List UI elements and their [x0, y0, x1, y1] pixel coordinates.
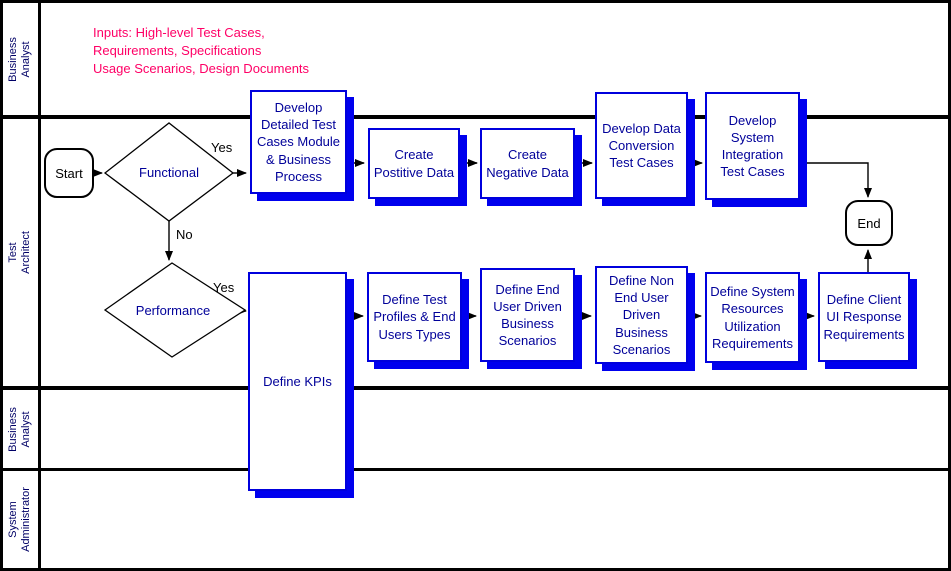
process-define-kpis[interactable]: Define KPIs [248, 272, 347, 491]
process-create-positive-data[interactable]: Create Postitive Data [368, 128, 460, 199]
inputs-note-line: Inputs: High-level Test Cases, [93, 25, 265, 40]
lane-divider-2 [0, 386, 951, 390]
end-node[interactable]: End [845, 200, 893, 246]
process-define-client-ui[interactable]: Define Client UI Response Requirements [818, 272, 910, 362]
process-develop-detailed-test-cases[interactable]: Develop Detailed Test Cases Module & Bus… [250, 90, 347, 194]
edge-label-yes-performance: Yes [213, 280, 235, 295]
lane-divider-3 [0, 468, 951, 471]
decision-functional-label: Functional [139, 165, 199, 180]
lane-divider-1 [0, 115, 951, 119]
edge-label-yes-functional: Yes [211, 140, 233, 155]
process-define-end-user-scenarios[interactable]: Define End User Driven Business Scenario… [480, 268, 575, 362]
process-define-test-profiles[interactable]: Define Test Profiles & End Users Types [367, 272, 462, 362]
lane-label-divider [38, 0, 41, 571]
process-define-non-end-user-scenarios[interactable]: Define Non End User Driven Business Scen… [595, 266, 688, 364]
inputs-note: Inputs: High-level Test Cases, Requireme… [93, 24, 309, 78]
connector-integration-end [800, 162, 872, 198]
decision-performance-shape[interactable] [103, 262, 247, 358]
start-node[interactable]: Start [44, 148, 94, 198]
inputs-note-line: Requirements, Specifications [93, 43, 262, 58]
process-define-system-resources[interactable]: Define System Resources Utilization Requ… [705, 272, 800, 363]
process-create-negative-data[interactable]: Create Negative Data [480, 128, 575, 199]
decision-performance-label: Performance [135, 303, 211, 318]
decision-functional-shape[interactable] [103, 122, 235, 222]
edge-label-no-functional: No [176, 227, 193, 242]
process-data-conversion-test-cases[interactable]: Develop Data Conversion Test Cases [595, 92, 688, 199]
inputs-note-line: Usage Scenarios, Design Documents [93, 61, 310, 76]
process-system-integration-test-cases[interactable]: Develop System Integration Test Cases [705, 92, 800, 200]
